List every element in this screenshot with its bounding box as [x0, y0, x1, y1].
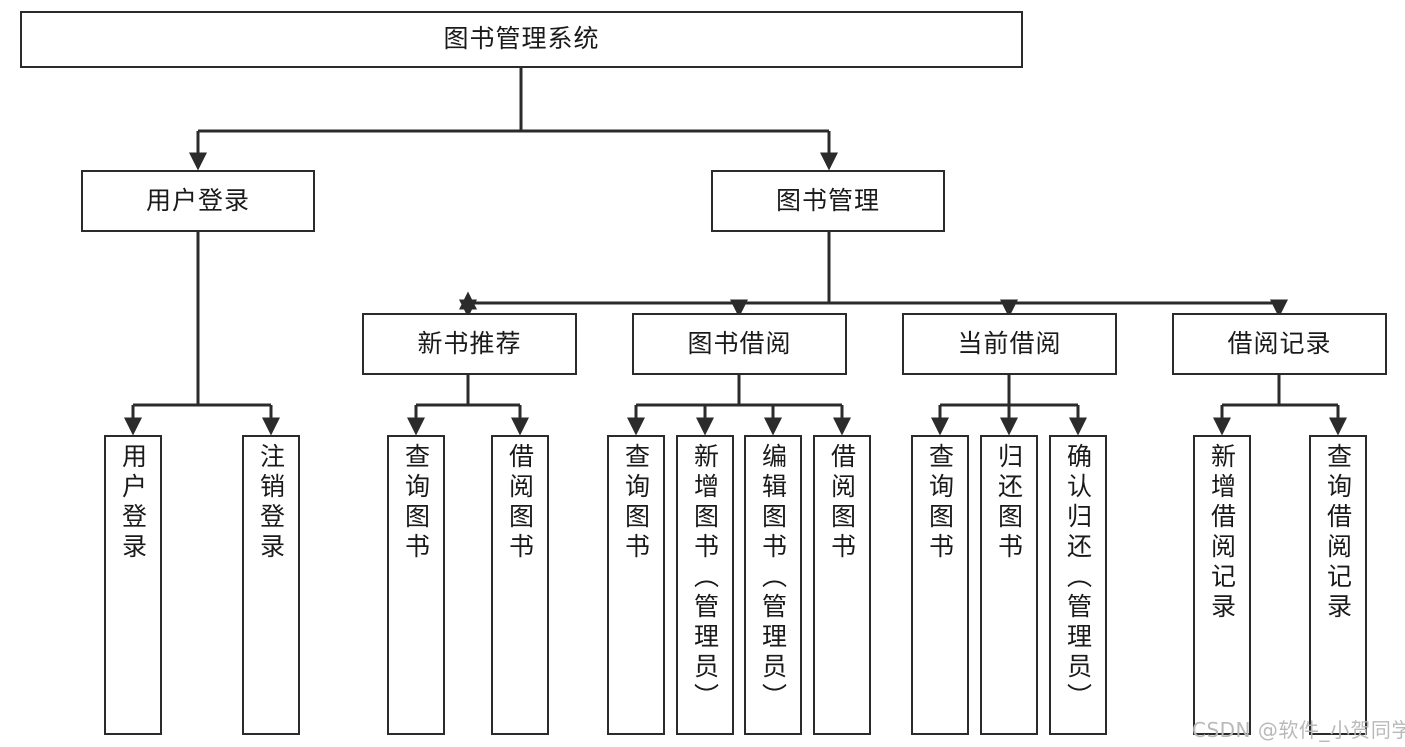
node-leaf-logout[interactable]: 注销登录 — [242, 435, 300, 735]
node-label: 注销登录 — [256, 443, 286, 563]
node-label: 确认归还（管理员） — [1063, 443, 1093, 713]
node-label: 查询借阅记录 — [1323, 443, 1353, 623]
node-label: 新增图书（管理员） — [690, 443, 720, 713]
node-current-borrowing[interactable]: 当前借阅 — [902, 313, 1117, 375]
node-leaf-query-borrowing-record[interactable]: 查询借阅记录 — [1309, 435, 1367, 735]
node-borrowing-records[interactable]: 借阅记录 — [1172, 313, 1387, 375]
node-label: 新书推荐 — [417, 328, 522, 358]
node-leaf-borrow-books[interactable]: 借阅图书 — [813, 435, 871, 735]
node-label: 借阅图书 — [827, 443, 857, 563]
node-leaf-edit-book-admin[interactable]: 编辑图书（管理员） — [744, 435, 802, 735]
node-label: 归还图书 — [994, 443, 1024, 563]
node-user-login[interactable]: 用户登录 — [81, 170, 315, 232]
node-label: 查询图书 — [401, 443, 431, 563]
node-label: 查询图书 — [621, 443, 651, 563]
node-label: 图书借阅 — [687, 328, 792, 358]
node-book-borrowing[interactable]: 图书借阅 — [632, 313, 847, 375]
node-label: 图书管理系统 — [443, 24, 600, 54]
node-leaf-return-books[interactable]: 归还图书 — [980, 435, 1038, 735]
node-new-book-recommendation[interactable]: 新书推荐 — [362, 313, 577, 375]
node-label: 借阅记录 — [1227, 328, 1332, 358]
node-leaf-query-books-current[interactable]: 查询图书 — [911, 435, 969, 735]
node-book-management[interactable]: 图书管理 — [711, 170, 945, 232]
csdn-watermark: CSDN @软件_小贺同学 — [1192, 718, 1405, 742]
node-leaf-query-books-borrow[interactable]: 查询图书 — [607, 435, 665, 735]
node-label: 图书管理 — [775, 185, 880, 215]
node-label: 新增借阅记录 — [1207, 443, 1237, 623]
node-leaf-borrow-books-recommend[interactable]: 借阅图书 — [491, 435, 549, 735]
node-label: 查询图书 — [925, 443, 955, 563]
node-label: 用户登录 — [145, 185, 250, 215]
node-label: 用户登录 — [118, 443, 148, 563]
node-leaf-add-book-admin[interactable]: 新增图书（管理员） — [676, 435, 734, 735]
node-leaf-query-books-recommend[interactable]: 查询图书 — [387, 435, 445, 735]
node-leaf-confirm-return-admin[interactable]: 确认归还（管理员） — [1049, 435, 1107, 735]
node-label: 当前借阅 — [957, 328, 1062, 358]
node-root-book-management-system[interactable]: 图书管理系统 — [20, 11, 1023, 68]
node-label: 编辑图书（管理员） — [758, 443, 788, 713]
node-leaf-add-borrowing-record[interactable]: 新增借阅记录 — [1193, 435, 1251, 735]
node-leaf-user-login[interactable]: 用户登录 — [104, 435, 162, 735]
node-label: 借阅图书 — [505, 443, 535, 563]
